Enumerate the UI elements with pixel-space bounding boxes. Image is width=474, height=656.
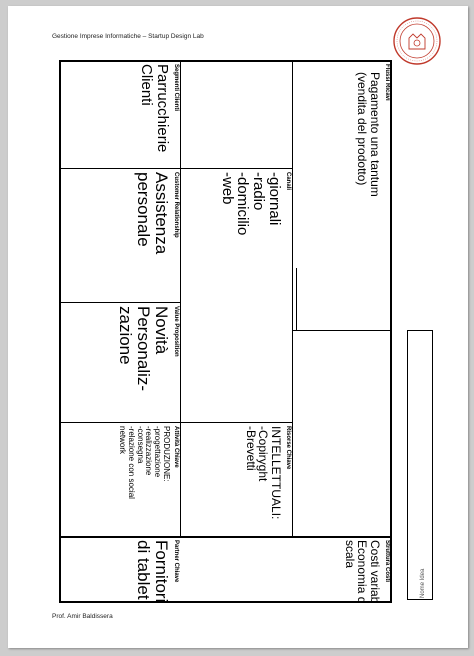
- customer-relationship-line: personale: [134, 172, 154, 247]
- segmenti-clienti-cell: Segmenti Clienti Parrucchierie Clienti: [61, 61, 180, 168]
- segmenti-clienti-line: Clienti: [138, 64, 156, 106]
- canali-line: -domicilio: [234, 172, 252, 236]
- partner-chiave-line: di tablet: [134, 540, 154, 600]
- risorse-chiave-cell: Risorse Chiave INTELLETTUALI: -Copiryght…: [181, 423, 292, 536]
- canali-line: -web: [218, 172, 236, 205]
- flussi-ricavi-cell: Flussi Ricavi Pagamento una tantum (vend…: [293, 61, 391, 330]
- value-proposition-line: Personaliz-: [134, 306, 154, 392]
- customer-relationship-title: Customer Relationship: [173, 172, 179, 238]
- canali-cell: Canali -giornali -radio -domicilio -web: [181, 169, 292, 302]
- attivita-chiave-title: Attività Chiave: [173, 426, 179, 468]
- flussi-ricavi-line: (vendita del prodotto): [355, 72, 370, 186]
- attivita-chiave-line: network: [118, 426, 128, 455]
- attivita-chiave-line: PRODUZIONE:: [162, 426, 171, 482]
- struttura-costi-line: Economia di: [355, 540, 370, 602]
- flussi-ricavi-line: Pagamento una tantum: [368, 72, 382, 197]
- risorse-chiave-title: Risorse Chiave: [285, 426, 291, 470]
- business-model-canvas: [59, 60, 392, 603]
- university-seal-icon: [393, 17, 441, 65]
- canali-line: -giornali: [266, 172, 283, 226]
- attivita-chiave-line: -relazione con social: [126, 426, 136, 499]
- risorse-chiave-line: -Brevetti: [243, 426, 258, 471]
- partner-chiave-title: Partner Chiave: [173, 540, 179, 583]
- struttura-costi-line: scala: [342, 540, 357, 569]
- nome-idea-box[interactable]: [407, 330, 433, 600]
- flussi-ricavi-title: Flussi Ricavi: [384, 64, 390, 101]
- page-footer: Prof. Amir Baldissera: [52, 613, 113, 620]
- customer-relationship-line: Assistenza: [152, 172, 171, 255]
- partner-chiave-cell: Partner Chiave Fornitori di tablet: [61, 537, 180, 602]
- value-proposition-title: Value Proposition: [173, 306, 179, 357]
- attivita-chiave-line: -progettazione: [153, 426, 163, 478]
- canali-line: -radio: [250, 172, 268, 211]
- struttura-costi-title: Struttura Costi: [384, 540, 390, 582]
- struttura-costi-cell: Struttura Costi Costi variabili Economia…: [293, 537, 391, 602]
- nome-idea-label: Nome Idea: [420, 568, 426, 598]
- customer-relationship-cell: Customer Relationship Assistenza persona…: [61, 169, 180, 302]
- page-header: Gestione Imprese Informatiche – Startup …: [52, 33, 204, 40]
- segmenti-clienti-line: Parrucchierie: [154, 64, 171, 153]
- value-proposition-line: zazione: [116, 306, 136, 365]
- canali-title: Canali: [285, 172, 291, 191]
- risorse-chiave-line: -Copiryght: [256, 426, 271, 482]
- partner-chiave-line: Fornitori: [152, 540, 171, 602]
- segmenti-clienti-title: Segmenti Clienti: [173, 64, 179, 112]
- value-proposition-line: Novità: [152, 306, 171, 355]
- attivita-chiave-line: -realizzazione: [144, 426, 154, 476]
- value-proposition-cell: Value Proposition Novità Personaliz- zaz…: [61, 303, 180, 422]
- struttura-costi-line: Costi variabili: [368, 540, 382, 602]
- attivita-chiave-cell: Attività Chiave PRODUZIONE: -progettazio…: [61, 423, 180, 536]
- risorse-chiave-line: INTELLETTUALI:: [269, 426, 283, 520]
- attivita-chiave-line: -consegna: [135, 426, 145, 464]
